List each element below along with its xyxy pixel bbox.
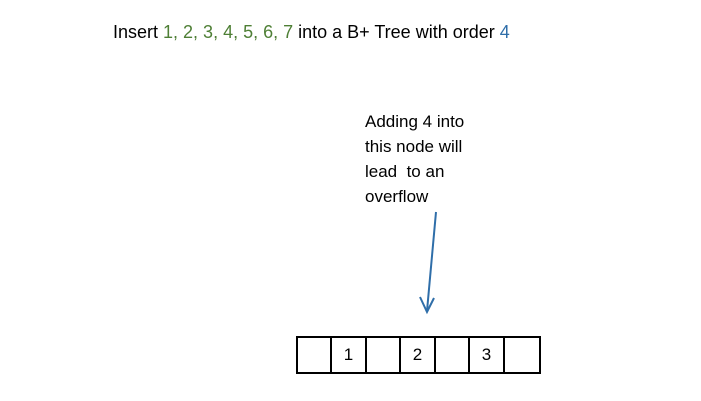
title-middle: into a B+ Tree with order	[293, 22, 500, 42]
overflow-note: Adding 4 into this node will lead to an …	[365, 109, 505, 209]
pointer-cell	[367, 338, 401, 372]
key-cell: 1	[332, 338, 367, 372]
note-line: overflow	[365, 187, 429, 206]
note-line: this node will	[365, 137, 463, 156]
note-line: lead to an	[365, 162, 445, 181]
note-line: Adding 4 into	[365, 112, 465, 131]
title-keys: 1, 2, 3, 4, 5, 6, 7	[163, 22, 294, 42]
diagram-title: Insert 1, 2, 3, 4, 5, 6, 7 into a B+ Tre…	[113, 22, 510, 43]
pointer-cell	[298, 338, 332, 372]
key-cell: 3	[470, 338, 505, 372]
btree-node: 1 2 3	[296, 336, 541, 374]
title-prefix: Insert	[113, 22, 164, 42]
key-cell: 2	[401, 338, 436, 372]
pointer-cell	[505, 338, 539, 372]
pointer-cell	[436, 338, 470, 372]
title-order: 4	[499, 22, 510, 42]
